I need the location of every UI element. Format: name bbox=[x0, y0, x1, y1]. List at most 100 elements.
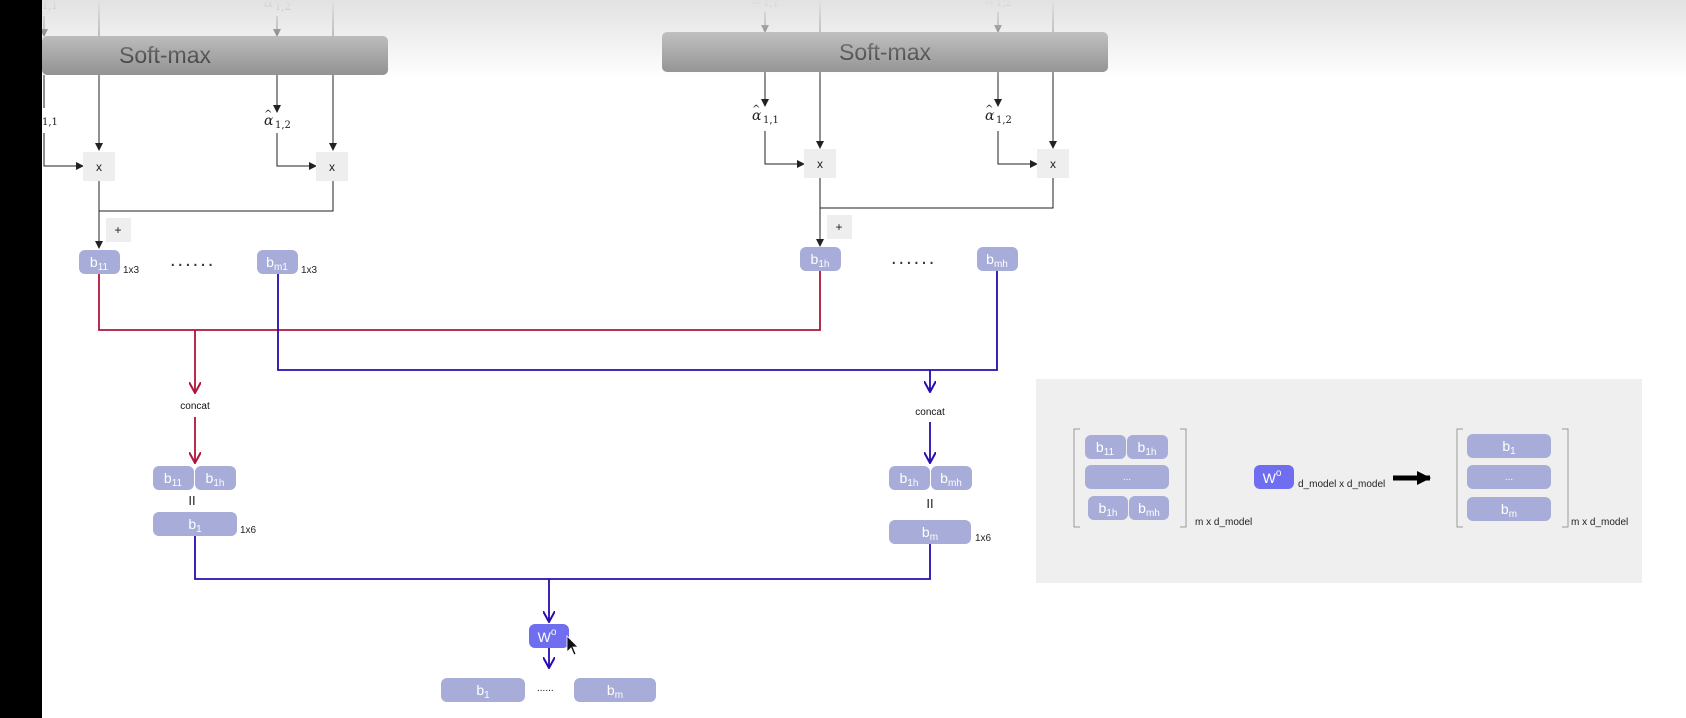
pill-bm-right-label: bm bbox=[922, 524, 938, 543]
left-alpha-top-symbol: α bbox=[264, 0, 274, 11]
inset-pill-ellipsis-left bbox=[1085, 465, 1169, 489]
wo-matrix-label: Wo bbox=[538, 627, 557, 645]
inset-pill-bm-label: bm bbox=[1501, 501, 1517, 520]
inset-pill-b11 bbox=[1085, 435, 1126, 459]
concat-routing: concat concat bbox=[98, 271, 998, 463]
dim-bm1: 1x3 bbox=[301, 265, 318, 276]
right-multiply-label-1: x bbox=[817, 157, 823, 171]
pill-bmh-label: bmh bbox=[986, 251, 1008, 270]
left-multiply-label-1: x bbox=[96, 160, 102, 174]
pill-right-pair-b1h-label: b1h bbox=[900, 470, 919, 489]
ellipsis-right-heads: ...... bbox=[891, 247, 936, 269]
pill-out-bm-label: bm bbox=[607, 682, 623, 701]
inset-pill-b1h-label: b1h bbox=[1138, 439, 1157, 458]
right-alpha-hat-sub-2: 1,2 bbox=[996, 115, 1012, 126]
equals-left: II bbox=[188, 493, 195, 508]
inset-pill-ellipsis-left-label: ... bbox=[1123, 472, 1131, 483]
inset-pill-b1 bbox=[1467, 434, 1551, 458]
pill-b1-left bbox=[153, 512, 237, 536]
left-multiply-label-2: x bbox=[329, 160, 335, 174]
inset-right-bracket-close bbox=[1562, 428, 1569, 528]
pill-bm-right bbox=[889, 520, 971, 544]
inset-pill-bmh-label: bmh bbox=[1138, 500, 1160, 519]
right-alpha-hat-mark-1: ^ bbox=[752, 104, 760, 115]
left-alpha-to-mult-2 bbox=[276, 133, 317, 170]
ellipsis-left-heads: ...... bbox=[170, 249, 215, 271]
right-alpha-top-sub-1: 1,1 bbox=[763, 0, 779, 9]
mouse-cursor-icon bbox=[566, 635, 579, 656]
left-add-label: + bbox=[114, 223, 121, 237]
left-softmax-box bbox=[42, 36, 388, 75]
dim-bm-right: 1x6 bbox=[975, 533, 992, 544]
right-alpha-hat-mark-2: ^ bbox=[985, 104, 993, 115]
pill-right-pair-b1h bbox=[889, 466, 930, 490]
equals-right: II bbox=[926, 496, 933, 511]
right-add-box bbox=[827, 215, 852, 239]
pill-left-pair-b1h bbox=[195, 466, 236, 490]
inset-summary: b11 b1h ... b1h bmh m x d_model Wo d_mod… bbox=[1036, 379, 1642, 583]
right-multiply-label-2: x bbox=[1050, 157, 1056, 171]
pill-out-b1-label: b1 bbox=[476, 682, 490, 701]
right-alpha-hat-symbol-1: α bbox=[752, 108, 762, 124]
left-alpha-hat-partial: 1,1 bbox=[42, 117, 58, 128]
inset-pill-b11-label: b11 bbox=[1096, 439, 1115, 458]
pill-b1h-label: b1h bbox=[811, 251, 830, 270]
pill-out-bm bbox=[574, 678, 656, 702]
right-alpha-top-symbol-1: α bbox=[752, 0, 762, 8]
right-sum-join bbox=[820, 178, 1054, 209]
dim-b11: 1x3 bbox=[123, 265, 140, 276]
pill-b1h bbox=[800, 247, 841, 271]
left-multiply-box-1 bbox=[83, 152, 115, 181]
inset-right-bracket-open bbox=[1456, 428, 1463, 528]
left-alpha-top-sub: 1,2 bbox=[275, 2, 291, 13]
inset-left-bracket-open bbox=[1073, 428, 1080, 528]
inset-pill-b1-label: b1 bbox=[1502, 438, 1516, 457]
left-sum-join bbox=[99, 181, 334, 212]
left-softmax-label: Soft-max bbox=[119, 42, 212, 68]
right-softmax-label: Soft-max bbox=[839, 39, 932, 65]
concat-label-left: concat bbox=[180, 401, 210, 412]
concat-label-right: concat bbox=[915, 407, 945, 418]
inset-pill-bm bbox=[1467, 497, 1551, 521]
pill-b11-label: b11 bbox=[90, 254, 109, 273]
output-projection: Wo b1 ...... bm bbox=[194, 536, 931, 702]
pill-bm1 bbox=[257, 250, 298, 274]
blue-route bbox=[277, 271, 998, 371]
pill-b11 bbox=[79, 250, 120, 274]
pill-b1-left-label: b1 bbox=[188, 516, 202, 535]
inset-pill-b1h-2 bbox=[1088, 496, 1128, 520]
left-alpha-to-mult-1 bbox=[43, 133, 84, 170]
right-head: α 1,1 α 1,2 Soft-max α ^ 1,1 α ^ 1,2 x x… bbox=[662, 0, 1108, 271]
inset-pill-ellipsis-right-label: ... bbox=[1505, 472, 1513, 483]
inset-pill-ellipsis-right bbox=[1467, 465, 1551, 489]
right-multiply-box-1 bbox=[804, 149, 836, 178]
pill-bm1-label: bm1 bbox=[266, 254, 288, 273]
inset-pill-b1h bbox=[1127, 435, 1168, 459]
pill-right-pair-bmh-label: bmh bbox=[940, 470, 962, 489]
right-alpha-to-mult-2 bbox=[997, 131, 1038, 168]
inset-wo-box bbox=[1254, 465, 1294, 489]
wo-matrix-box bbox=[529, 624, 569, 648]
right-multiply-box-2 bbox=[1037, 149, 1069, 178]
inset-right-dim: m x d_model bbox=[1571, 517, 1628, 528]
left-add-box bbox=[106, 218, 131, 242]
ellipsis-output: ...... bbox=[537, 683, 554, 694]
inset-pill-b1h-2-label: b1h bbox=[1099, 500, 1118, 519]
right-concat-result: b1h bmh II bm 1x6 bbox=[889, 466, 992, 544]
blue-route-to-wo bbox=[194, 536, 931, 580]
left-alpha-hat-sub: 1,2 bbox=[275, 120, 291, 131]
left-concat-result: b11 b1h II b1 1x6 bbox=[153, 466, 257, 536]
pill-left-pair-b1h-label: b1h bbox=[206, 470, 225, 489]
pill-left-pair-b11 bbox=[153, 466, 194, 490]
left-alpha-top-partial: 1,1 bbox=[42, 1, 58, 12]
right-add-label: + bbox=[835, 220, 842, 234]
left-multiply-box-2 bbox=[316, 152, 348, 181]
left-black-bar bbox=[0, 0, 42, 718]
inset-wo-label: Wo bbox=[1263, 468, 1282, 486]
right-alpha-hat-sub-1: 1,1 bbox=[763, 115, 779, 126]
left-alpha-hat-symbol: α bbox=[264, 113, 274, 129]
right-alpha-top-symbol-2: α bbox=[985, 0, 995, 8]
left-alpha-hat-mark: ^ bbox=[264, 109, 272, 120]
pill-right-pair-bmh bbox=[931, 466, 972, 490]
